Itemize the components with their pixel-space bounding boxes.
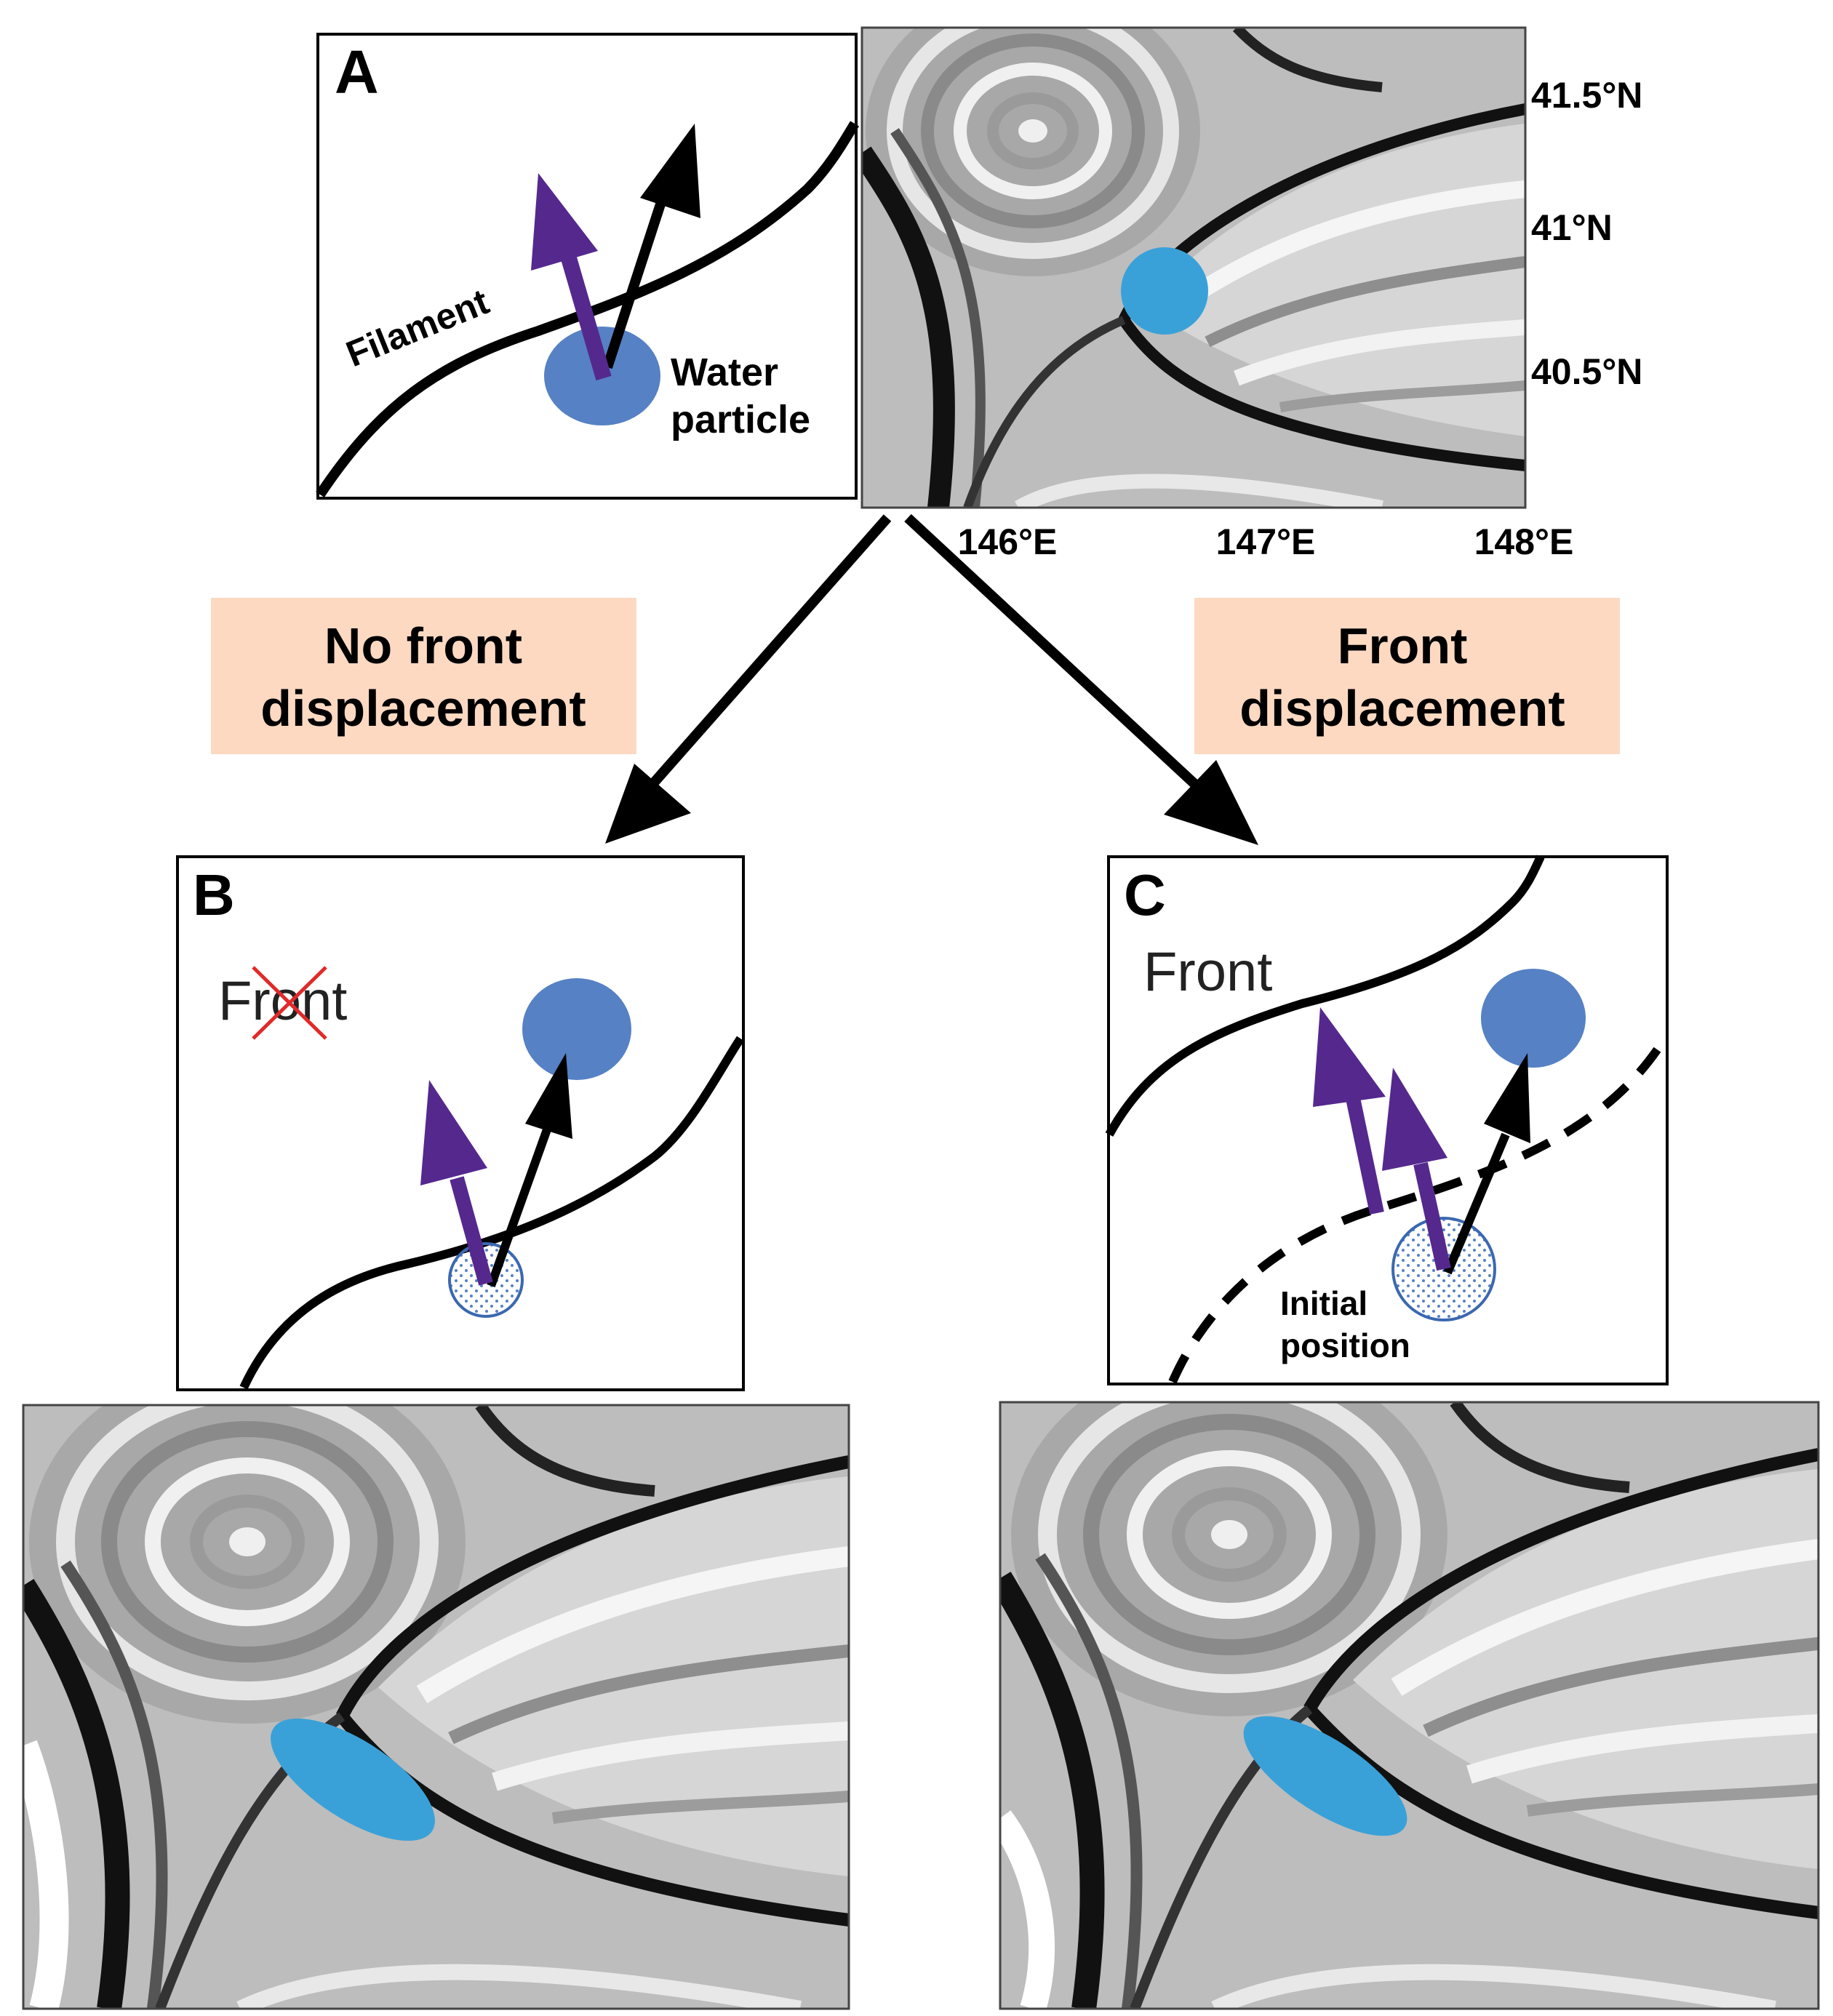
velocity-arrow-shaft bbox=[487, 1119, 554, 1288]
stretched-particle bbox=[1243, 1716, 1407, 1836]
moved-particle bbox=[522, 978, 631, 1080]
velocity-arrow-head bbox=[640, 124, 700, 218]
panel-c: C Front Initial position bbox=[1105, 855, 1669, 1385]
lon-label: 146°E bbox=[958, 521, 1058, 562]
label-box-right bbox=[1194, 598, 1620, 754]
branch-arrow-right bbox=[904, 513, 1204, 793]
branch-arrow-right-head bbox=[1164, 760, 1258, 845]
map-bottom-right-frame bbox=[999, 1401, 1820, 2010]
purple-arrow-head bbox=[531, 173, 598, 271]
water-label: Water bbox=[671, 351, 778, 394]
front-line bbox=[1105, 855, 1545, 1137]
velocity-arrow-shaft bbox=[1443, 1132, 1510, 1275]
stretched-particle bbox=[271, 1718, 435, 1841]
purple-arrow-shaft bbox=[561, 255, 612, 381]
purple-arrow-head bbox=[420, 1080, 487, 1185]
panel-b: B Front bbox=[176, 855, 745, 1391]
label-no-front-displacement: No front displacement bbox=[211, 598, 636, 754]
particle-on-map-top bbox=[1121, 247, 1208, 335]
branch-arrow-left-head bbox=[605, 764, 691, 844]
label-right-line1: Front bbox=[1338, 617, 1468, 674]
lat-label: 40.5°N bbox=[1531, 351, 1642, 392]
velocity-arrow-head bbox=[525, 1053, 572, 1139]
purple-arrow-shaft bbox=[450, 1176, 493, 1286]
branch-arrow-left bbox=[650, 514, 892, 785]
particle-label: particle bbox=[671, 398, 810, 441]
label-right-line2: displacement bbox=[1239, 680, 1565, 737]
purple-arrow-shaft-displaced bbox=[1346, 1096, 1384, 1215]
branch-arrows bbox=[605, 513, 1258, 845]
map-top: 41.5°N 41°N 40.5°N 146°E 147°E 148°E bbox=[860, 26, 1642, 562]
panel-b-frame bbox=[176, 855, 745, 1391]
panel-c-letter: C bbox=[1124, 863, 1166, 927]
velocity-arrow-shaft bbox=[602, 180, 673, 369]
label-left-line2: displacement bbox=[260, 680, 586, 737]
panel-a-letter: A bbox=[335, 38, 379, 106]
label-left-line1: No front bbox=[324, 617, 522, 674]
label-front-displacement: Front displacement bbox=[1194, 598, 1620, 754]
map-bottom-left-frame bbox=[22, 1404, 850, 2010]
label-box-left bbox=[211, 598, 636, 754]
purple-arrow-shaft bbox=[1413, 1161, 1451, 1271]
filament-line bbox=[316, 121, 860, 497]
lat-label: 41.5°N bbox=[1531, 75, 1642, 116]
lon-label: 147°E bbox=[1216, 521, 1316, 562]
front-line bbox=[239, 1036, 744, 1390]
crossed-front-label: Front bbox=[218, 970, 347, 1032]
map-bottom-left bbox=[22, 1404, 850, 2010]
front-label: Front bbox=[1143, 941, 1272, 1003]
purple-arrow-head bbox=[1382, 1068, 1447, 1171]
initial-label: Initial bbox=[1280, 1284, 1367, 1322]
panel-a: A Filament Water particle bbox=[316, 33, 860, 500]
lon-label: 148°E bbox=[1474, 521, 1574, 562]
moved-particle bbox=[1481, 969, 1586, 1068]
lat-label: 41°N bbox=[1531, 207, 1613, 248]
panel-b-letter: B bbox=[193, 863, 235, 927]
map-top-frame bbox=[860, 26, 1527, 509]
map-bottom-right bbox=[999, 1401, 1820, 2010]
purple-arrow-head-displaced bbox=[1313, 1007, 1386, 1107]
velocity-arrow-head bbox=[1484, 1053, 1530, 1143]
red-cross-icon bbox=[252, 966, 327, 1040]
position-label: position bbox=[1280, 1327, 1410, 1364]
